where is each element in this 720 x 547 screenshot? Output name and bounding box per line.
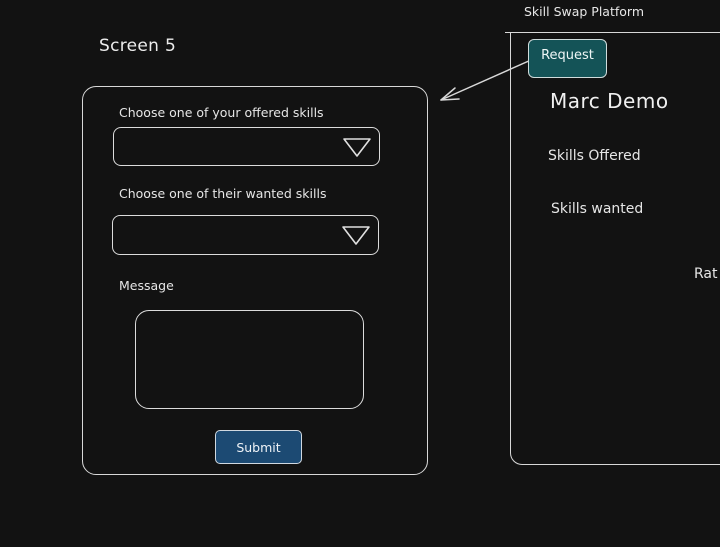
- skills-offered-label: Skills Offered: [548, 148, 641, 164]
- chevron-down-icon: [342, 226, 370, 245]
- request-button[interactable]: Request: [528, 39, 607, 78]
- screen-label: Screen 5: [99, 36, 177, 56]
- message-label: Message: [119, 278, 174, 293]
- wanted-skill-label: Choose one of their wanted skills: [119, 186, 327, 201]
- user-name: Marc Demo: [550, 89, 669, 113]
- platform-title: Skill Swap Platform: [524, 4, 645, 19]
- profile-screen-frame: [510, 32, 720, 465]
- header-divider: [505, 32, 720, 33]
- chevron-down-icon: [343, 138, 371, 157]
- submit-button[interactable]: Submit: [215, 430, 302, 464]
- offered-skill-select[interactable]: [113, 127, 380, 166]
- wanted-skill-select[interactable]: [112, 215, 379, 255]
- rating-label: Rat: [694, 266, 718, 282]
- offered-skill-label: Choose one of your offered skills: [119, 105, 324, 120]
- message-textarea[interactable]: [135, 310, 364, 409]
- request-form-panel: [82, 86, 428, 475]
- skills-wanted-label: Skills wanted: [551, 201, 644, 217]
